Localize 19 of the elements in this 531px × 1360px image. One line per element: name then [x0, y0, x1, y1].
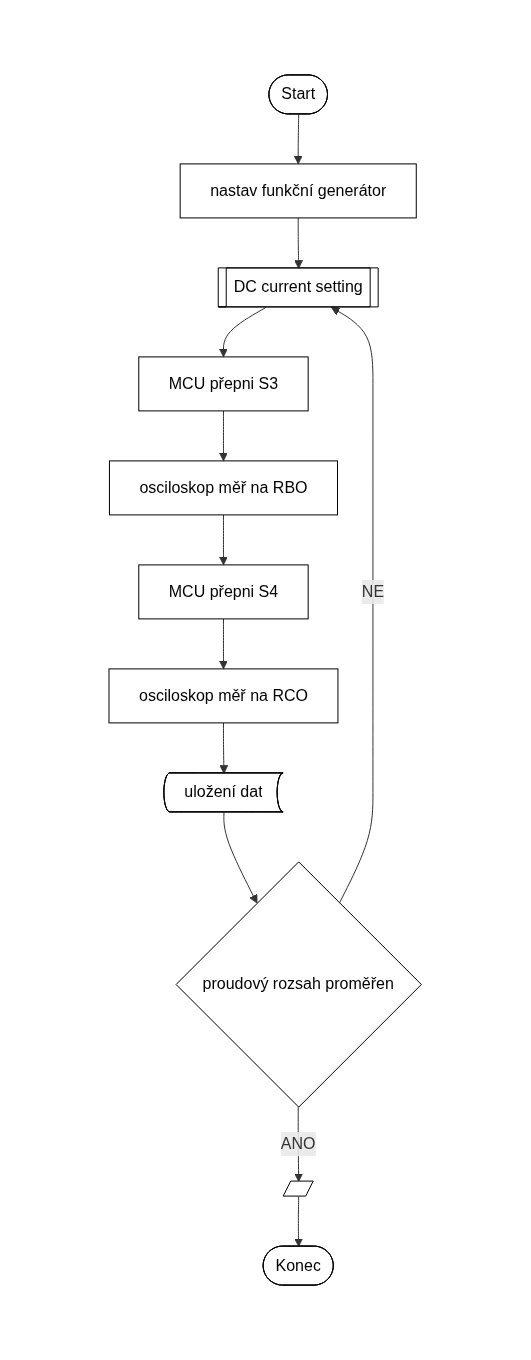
node-box: osciloskop měř na RBO — [109, 460, 339, 516]
edge-label: NE — [362, 582, 385, 600]
node-box: MCU přepni S4 — [138, 564, 309, 620]
arrow — [331, 307, 374, 904]
arrow — [219, 514, 229, 566]
node-box: nastav funkční generátor — [180, 163, 418, 219]
arrow — [223, 811, 258, 904]
edge-label: ANO — [281, 1135, 316, 1153]
arrow — [219, 618, 229, 670]
arrow — [219, 306, 267, 358]
arrow — [219, 722, 229, 774]
arrow — [294, 113, 303, 165]
arrow — [219, 410, 229, 462]
node-diamond: proudový rozsah proměřen — [175, 861, 423, 1108]
arrow — [294, 217, 304, 269]
node-box: MCU přepni S3 — [138, 356, 309, 412]
node-box: osciloskop měř na RCO — [108, 668, 339, 724]
node-parallelogram — [283, 1180, 315, 1197]
arrow — [294, 1196, 304, 1247]
